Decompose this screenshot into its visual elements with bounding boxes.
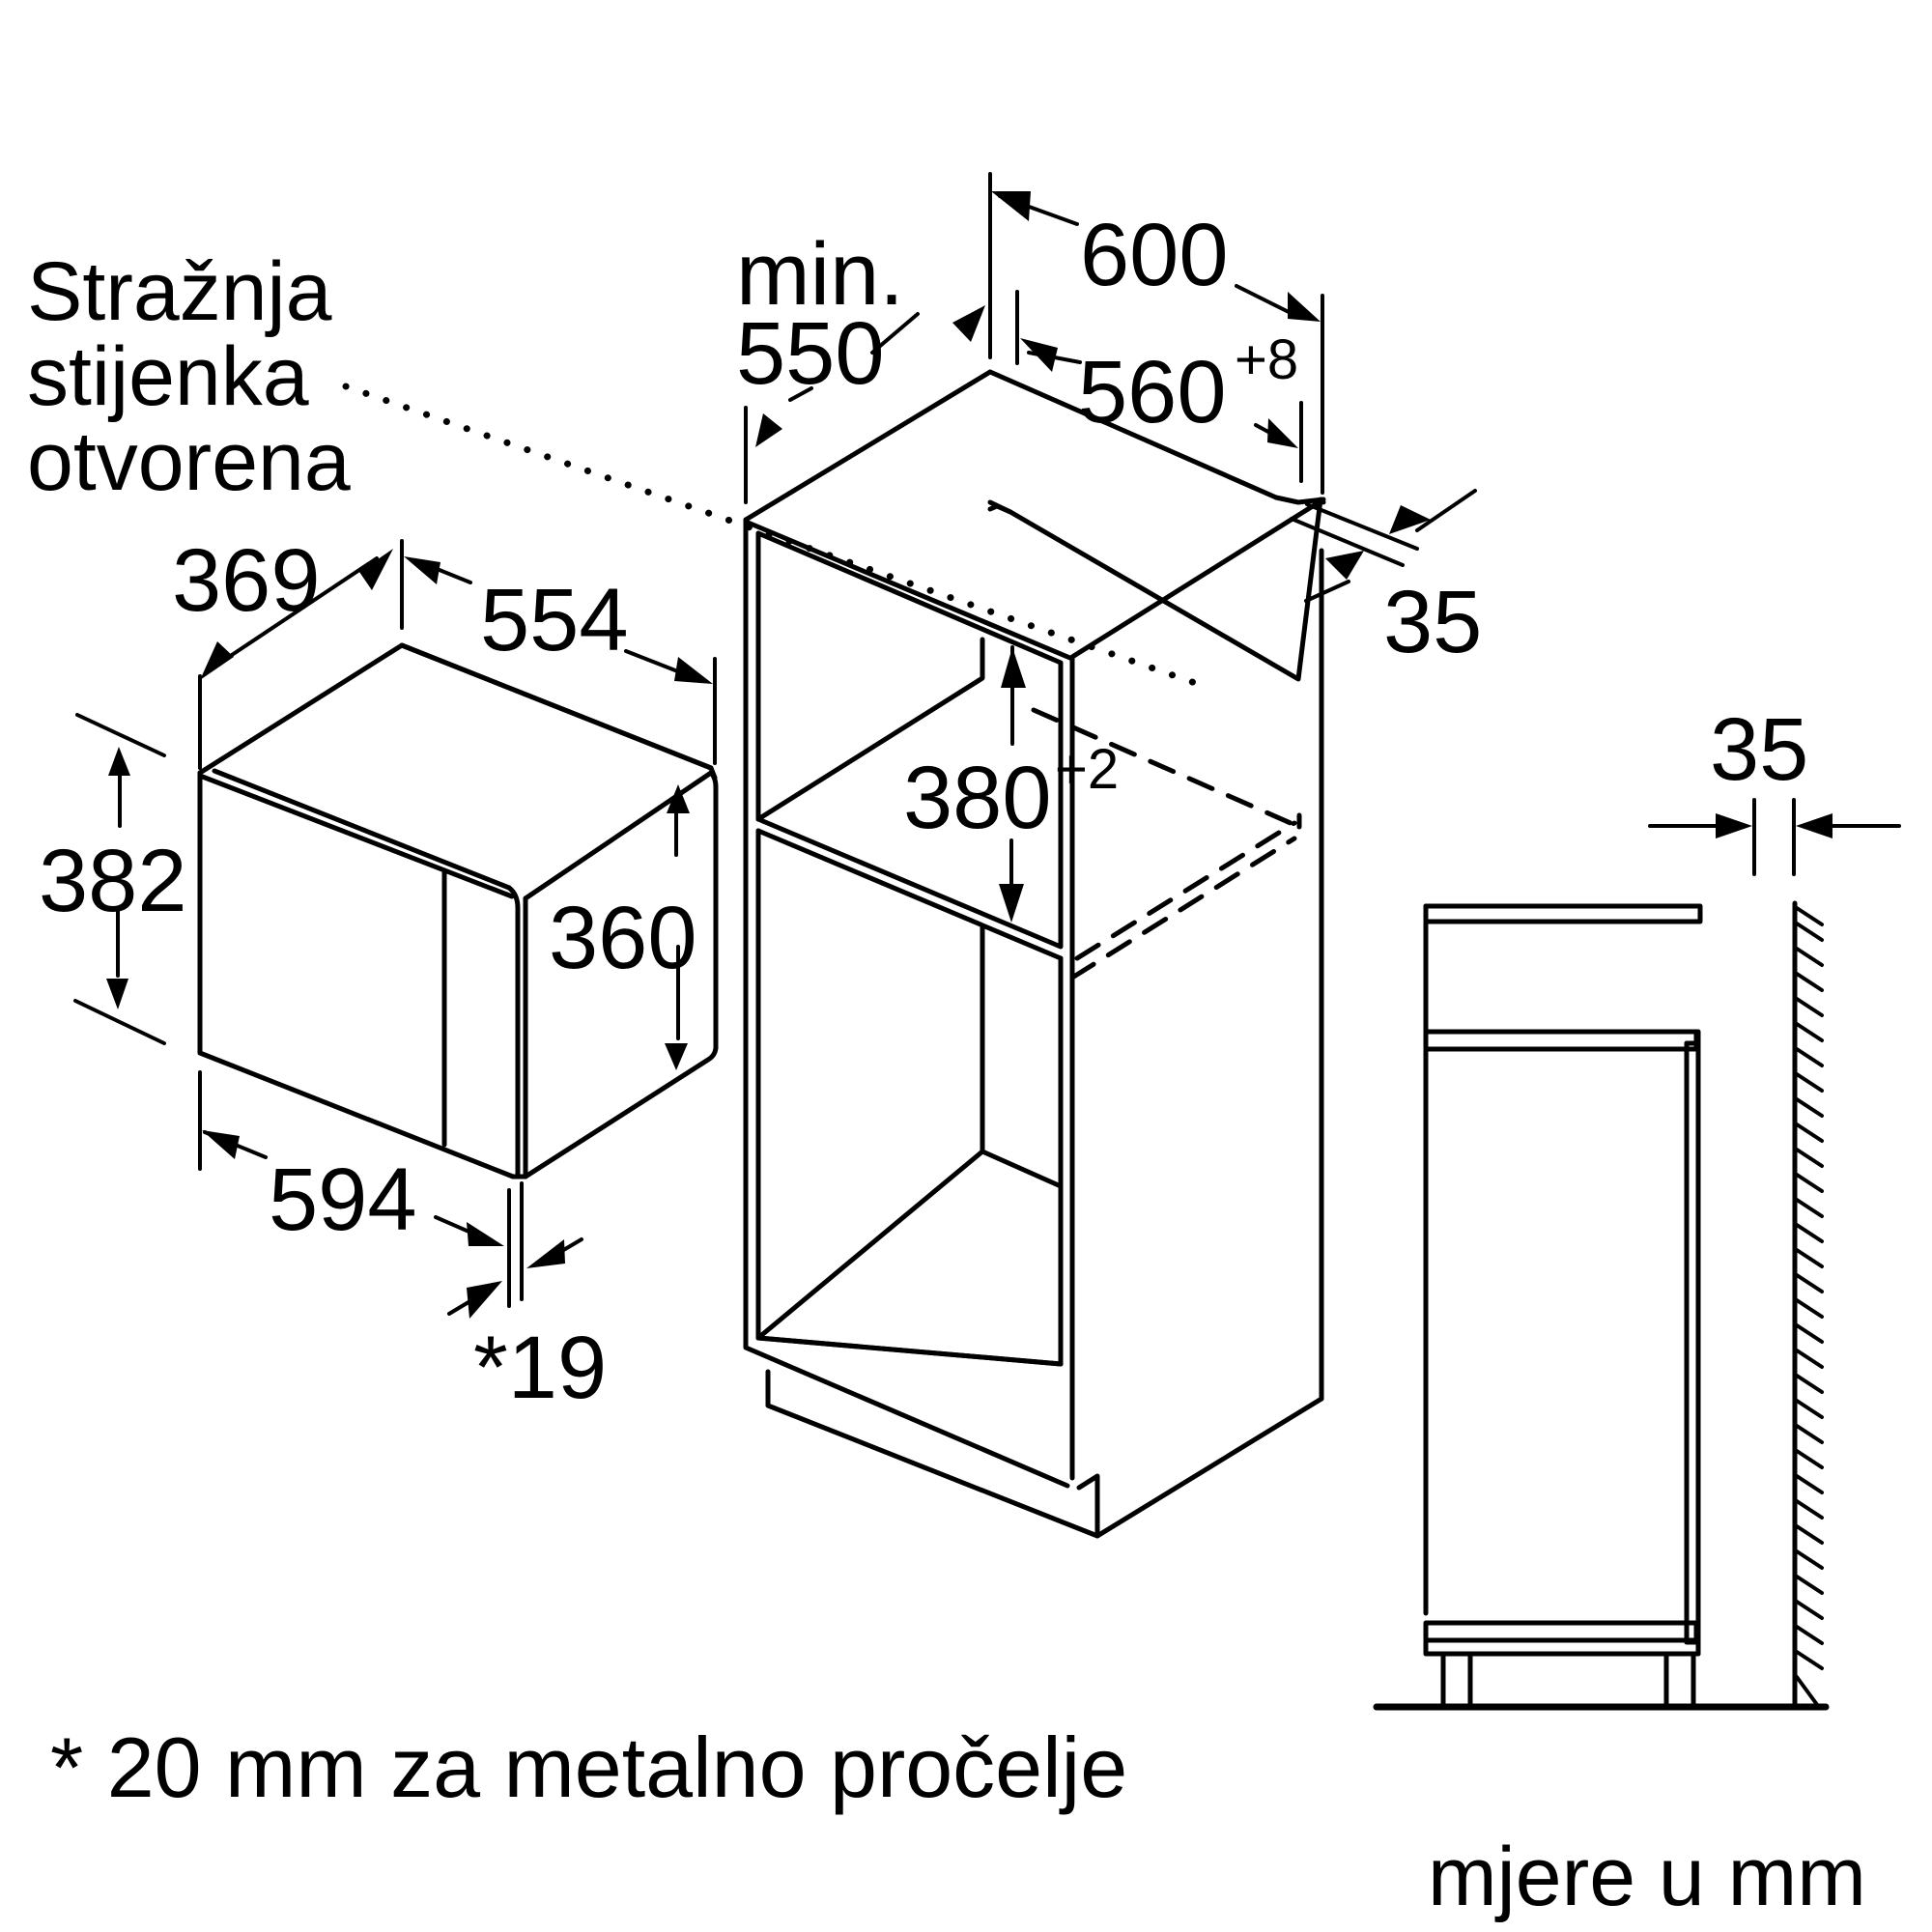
dim-side-gap: 35	[1710, 700, 1809, 799]
dim-appliance-body-width: 554	[480, 571, 629, 669]
rear-wall-note-line-1: Stražnja	[27, 245, 332, 338]
dim-appliance-body-height: 360	[549, 889, 697, 987]
side-view-drawing	[1373, 798, 1901, 1711]
dim-front-offset: 35	[1383, 573, 1483, 671]
wall-hatching	[1795, 906, 1824, 1708]
dim-niche-height: 380+2	[903, 742, 1119, 843]
dim-front-thickness: *19	[473, 1319, 608, 1417]
dim-niche-width: 560+8	[1078, 332, 1298, 438]
rear-wall-note-line-2: stijenka	[27, 330, 309, 423]
dim-niche-depth: 550	[736, 304, 885, 403]
appliance-drawing	[197, 642, 719, 1179]
dim-appliance-depth: 369	[172, 531, 321, 630]
min-label: min.	[736, 225, 904, 324]
dim-appliance-front-height: 382	[39, 832, 187, 930]
dim-cabinet-width: 600	[1080, 206, 1229, 304]
units-note: mjere u mm	[1428, 1831, 1866, 1923]
rear-wall-note: Stražnja stijenka otvorena	[27, 249, 351, 504]
dim-niche-width-tolerance: +8	[1235, 328, 1299, 391]
dim-appliance-front-width: 594	[269, 1151, 417, 1249]
dim-niche-width-value: 560	[1078, 343, 1227, 441]
rear-wall-note-line-3: otvorena	[27, 415, 351, 508]
cabinet-dimensions	[744, 172, 1477, 923]
footnote: * 20 mm za metalno pročelje	[50, 1719, 1128, 1815]
cabinet-drawing	[342, 369, 1326, 1539]
appliance-dimensions	[73, 539, 717, 1319]
dim-niche-height-tolerance: +2	[1055, 738, 1120, 801]
dim-niche-height-value: 380	[903, 749, 1052, 847]
